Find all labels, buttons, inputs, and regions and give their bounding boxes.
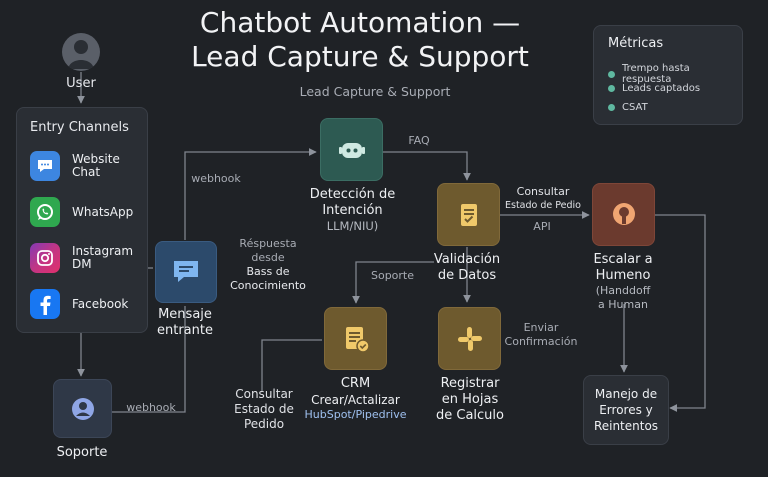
edge-validacion-to-crm xyxy=(352,261,434,304)
crm-document-icon xyxy=(345,326,370,353)
user-label: User xyxy=(66,76,96,91)
metric-dot-icon xyxy=(608,70,615,78)
edge-crm-to-consultar xyxy=(261,339,322,392)
edge-mensaje-to-deteccion xyxy=(184,148,317,240)
validacion-node[interactable] xyxy=(437,183,500,246)
edge-label-api: API xyxy=(533,220,551,233)
whatsapp-icon xyxy=(30,197,60,227)
support-user-icon xyxy=(71,397,94,420)
edge-label-webhook-top: webhook xyxy=(191,172,241,185)
escalar-node[interactable] xyxy=(592,183,655,246)
soporte-node[interactable] xyxy=(53,379,112,438)
metrics-panel: Métricas Trempo hasta respuesta Leads ca… xyxy=(593,25,743,125)
human-handoff-icon xyxy=(612,202,635,225)
channel-facebook[interactable]: Facebook xyxy=(30,289,142,319)
entry-channels-heading: Entry Channels xyxy=(30,120,129,135)
user-avatar-icon xyxy=(62,33,100,71)
edge-soporte-to-mensaje xyxy=(112,306,186,413)
metric-item: Trempo hasta respuesta xyxy=(608,63,742,85)
facebook-icon xyxy=(30,289,60,319)
metric-dot-icon xyxy=(608,85,615,92)
registrar-node[interactable] xyxy=(438,307,501,370)
edge-label-webhook-bottom: webhook xyxy=(126,401,176,414)
edge-deteccion-to-validacion xyxy=(382,151,471,181)
page-title: Chatbot Automation — Lead Capture & Supp… xyxy=(191,6,529,73)
message-icon xyxy=(174,261,198,282)
checklist-icon xyxy=(460,203,477,226)
metric-item: Leads captados xyxy=(608,83,700,94)
edge-escalar-right xyxy=(655,214,706,412)
edge-label-soporte: Soporte xyxy=(370,269,415,282)
deteccion-node[interactable] xyxy=(320,118,383,181)
page-subtitle: Lead Capture & Support xyxy=(299,84,451,99)
metrics-heading: Métricas xyxy=(608,36,664,51)
robot-icon xyxy=(338,142,365,158)
metric-item: CSAT xyxy=(608,102,648,113)
manejo-errores-node[interactable]: Manejo de Errores y Reintentos xyxy=(583,375,669,445)
edge-label-faq: FAQ xyxy=(408,134,430,147)
chat-bubble-icon xyxy=(30,151,60,181)
instagram-icon xyxy=(30,243,60,273)
channel-whatsapp[interactable]: WhatsApp xyxy=(30,197,142,227)
metric-dot-icon xyxy=(608,104,615,111)
soporte-label: Soporte xyxy=(56,445,108,460)
crm-node[interactable] xyxy=(324,307,387,370)
mensaje-entrante-node[interactable] xyxy=(155,241,217,303)
slack-icon xyxy=(457,326,482,351)
